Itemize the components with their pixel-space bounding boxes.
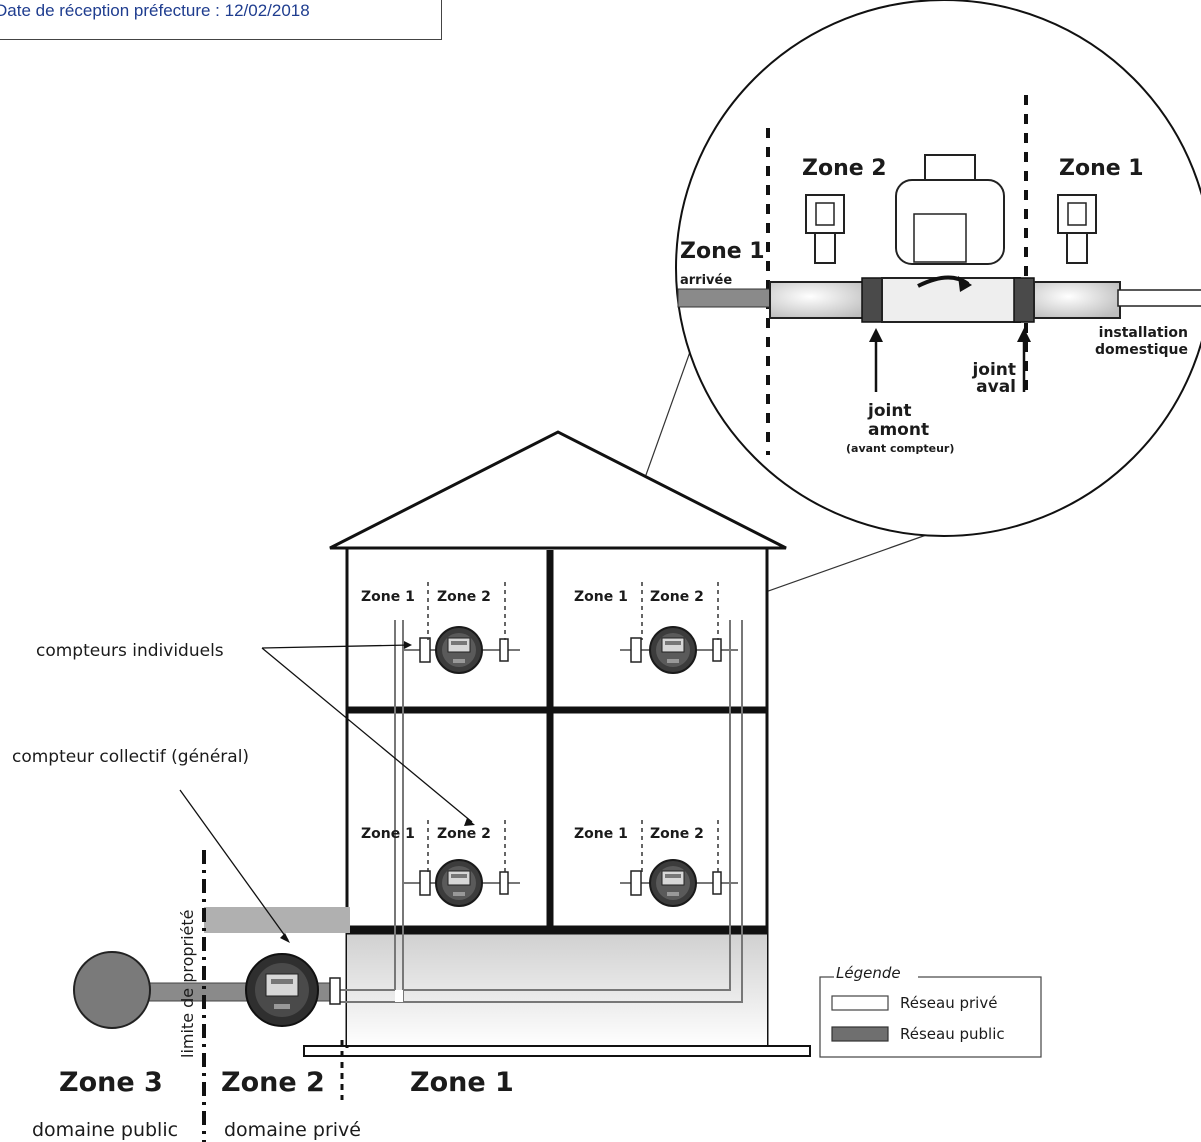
legend-box xyxy=(819,976,1042,1058)
zoom-arrivee-label: arrivée xyxy=(680,273,732,288)
legend-prive-label: Réseau privé xyxy=(900,994,997,1012)
zoom-valve-right xyxy=(1033,281,1121,319)
public-main-node xyxy=(73,951,151,1029)
collective-meter xyxy=(245,953,319,1027)
joint-amont-label-3: (avant compteur) xyxy=(846,442,954,455)
zoom-zone1-right-label: Zone 1 xyxy=(1059,156,1144,181)
zoom-public-pipe xyxy=(677,288,779,308)
zoom-valve-left xyxy=(769,281,871,319)
room-2-zone2: Zone 2 xyxy=(650,589,704,605)
house: Zone 1 Zone 2 Zone 1 Zone 2 Zone 1 Zone … xyxy=(303,430,811,1057)
joint-amont-label-1: joint xyxy=(867,401,912,421)
pointer-lines xyxy=(179,644,473,941)
zone2-label: Zone 2 xyxy=(221,1067,325,1098)
zoom-joint-upstream xyxy=(861,277,885,323)
joint-aval-label-2: aval xyxy=(976,377,1016,397)
room-4-zone2: Zone 2 xyxy=(650,826,704,842)
joint-amont-label-2: amont xyxy=(868,420,929,440)
zoom-private-pipe xyxy=(1117,289,1201,307)
stamp-text: Date de réception préfecture : 12/02/201… xyxy=(0,1,310,20)
meter-room-top-right xyxy=(620,626,738,674)
zoom-detail: Zone 2 Zone 1 Zone 1 arrivée installatio… xyxy=(601,0,1201,602)
joint-aval-label-1: joint xyxy=(971,360,1016,380)
zoom-meter-body xyxy=(881,277,1021,323)
room-1-zone2: Zone 2 xyxy=(437,589,491,605)
compteurs-individuels-label: compteurs individuels xyxy=(36,641,224,661)
zoom-zone2-label: Zone 2 xyxy=(802,156,887,181)
domaine-public-label: domaine public xyxy=(32,1119,178,1141)
meter-room-bottom-right xyxy=(620,859,738,907)
public-pipe-upper xyxy=(204,907,350,933)
domaine-prive-label: domaine privé xyxy=(224,1119,361,1141)
compteur-collectif-label: compteur collectif (général) xyxy=(12,747,249,767)
zoom-pointer-right xyxy=(739,527,947,602)
zoom-zone1-left-label: Zone 1 xyxy=(680,239,765,264)
legend-prive-swatch xyxy=(831,995,889,1011)
house-roof xyxy=(329,430,787,550)
room-4-zone1: Zone 1 xyxy=(574,826,628,842)
legend-public-swatch xyxy=(831,1026,889,1042)
zone3-label: Zone 3 xyxy=(59,1067,163,1098)
legend: Légende Réseau privé Réseau public xyxy=(819,964,1042,1058)
installation-label-2: domestique xyxy=(1095,342,1188,358)
public-network xyxy=(73,907,350,1029)
house-base xyxy=(303,1045,811,1057)
legend-public-label: Réseau public xyxy=(900,1025,1005,1043)
reception-stamp: Date de réception préfecture : 12/02/201… xyxy=(0,0,442,40)
room-3-zone2: Zone 2 xyxy=(437,826,491,842)
room-1-zone1: Zone 1 xyxy=(361,589,415,605)
room-3-zone1: Zone 1 xyxy=(361,826,415,842)
zoom-joint-downstream xyxy=(1013,277,1035,323)
zoom-circle xyxy=(675,0,1201,537)
legend-title: Légende xyxy=(836,964,901,982)
room-2-zone1: Zone 1 xyxy=(574,589,628,605)
installation-label-1: installation xyxy=(1099,325,1188,341)
meter-room-top-left xyxy=(404,626,520,674)
meter-room-bottom-left xyxy=(404,859,520,907)
limite-propriete-label: limite de propriété xyxy=(178,909,197,1058)
zone1-label: Zone 1 xyxy=(410,1067,514,1098)
